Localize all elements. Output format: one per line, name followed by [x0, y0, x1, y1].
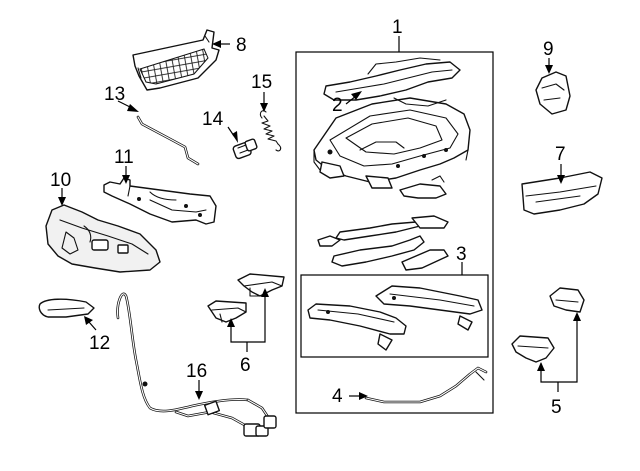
callout-11: 11 — [114, 147, 134, 168]
part-5-bracket-upper[interactable] — [549, 287, 585, 313]
seat-assembly-box — [295, 51, 494, 414]
part-13-rod[interactable] — [136, 115, 200, 166]
part-10-shield[interactable] — [45, 204, 161, 273]
part-1-rail-link[interactable] — [331, 235, 449, 271]
part-2-suspension[interactable] — [323, 57, 461, 107]
part-6-bracket-lower[interactable] — [207, 300, 247, 323]
part-7-cover[interactable] — [521, 171, 603, 215]
callout-15: 15 — [251, 72, 272, 93]
callout-4: 4 — [332, 386, 343, 407]
part-14-knob[interactable] — [232, 138, 258, 160]
part-1-link-bar[interactable] — [317, 215, 449, 247]
part-12-handle[interactable] — [38, 298, 95, 318]
part-1-lower-bracket[interactable] — [399, 175, 447, 199]
callout-14: 14 — [202, 109, 224, 130]
callout-1: 1 — [392, 17, 403, 38]
callout-12: 12 — [89, 333, 110, 354]
callout-7: 7 — [555, 144, 566, 165]
callout-9: 9 — [543, 39, 554, 60]
callout-5: 5 — [551, 397, 562, 418]
leader-lines — [58, 36, 581, 400]
callout-3: 3 — [456, 244, 467, 265]
part-9-cap[interactable] — [535, 71, 571, 115]
part-8-bracket[interactable] — [132, 29, 220, 91]
adjuster-subbox — [300, 274, 489, 358]
callout-13: 13 — [104, 84, 125, 105]
callout-6: 6 — [240, 355, 251, 376]
part-16-harness[interactable] — [116, 292, 277, 437]
part-6-bracket-upper[interactable] — [237, 273, 285, 297]
part-4-cable[interactable] — [364, 366, 488, 404]
callout-2: 2 — [332, 95, 343, 116]
part-15-spring[interactable] — [259, 110, 282, 152]
callout-8: 8 — [236, 35, 247, 56]
callout-16: 16 — [186, 361, 207, 382]
callout-10: 10 — [50, 170, 71, 191]
part-5-bracket-lower[interactable] — [511, 335, 555, 363]
part-3-adjuster[interactable] — [307, 285, 483, 351]
part-11-bracket[interactable] — [103, 177, 217, 225]
